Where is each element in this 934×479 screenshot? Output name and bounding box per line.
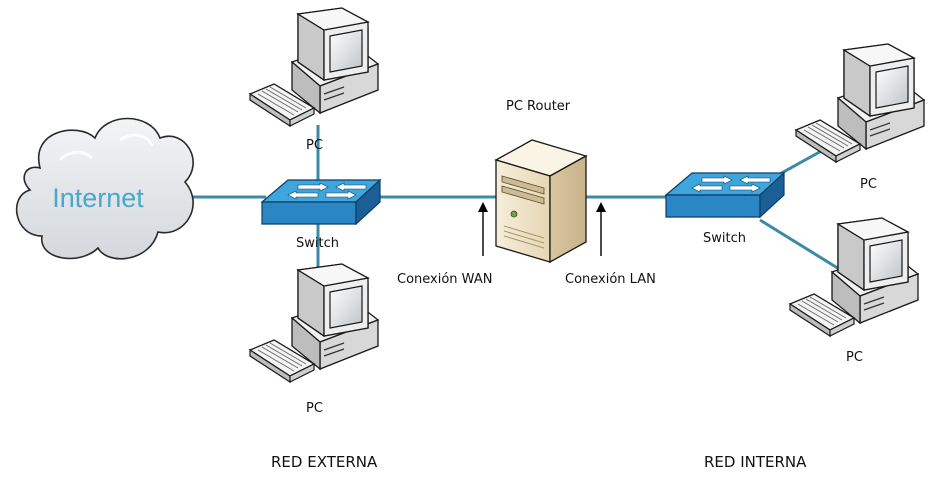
wan-arrow-icon [478, 202, 488, 256]
pc-bottom-left-label: PC [306, 401, 323, 416]
pc-top-right-label: PC [860, 177, 877, 192]
switch-left-label: Switch [296, 236, 339, 251]
wan-connection-label: Conexión WAN [397, 272, 493, 287]
lan-connection-label: Conexión LAN [565, 272, 656, 287]
switch-right-label: Switch [703, 231, 746, 246]
internet-cloud-icon: Internet [15, 117, 194, 260]
pc-bottom-right-icon [789, 217, 919, 337]
zone-internal-label: RED INTERNA [704, 453, 807, 471]
router-label: PC Router [506, 99, 571, 114]
zone-external-label: RED EXTERNA [271, 453, 378, 471]
pc-top-right-icon [795, 43, 925, 163]
pc-bottom-left-icon [249, 263, 379, 383]
switch-left-icon [261, 179, 381, 225]
pc-top-left-label: PC [306, 138, 323, 153]
link-switch-pc-bottom-right [759, 218, 845, 274]
pc-bottom-right-label: PC [846, 350, 863, 365]
internet-label: Internet [52, 183, 144, 213]
router-server-icon [494, 139, 588, 264]
pc-top-left-icon [249, 7, 379, 127]
lan-arrow-icon [596, 202, 606, 256]
switch-right-icon [665, 172, 785, 218]
